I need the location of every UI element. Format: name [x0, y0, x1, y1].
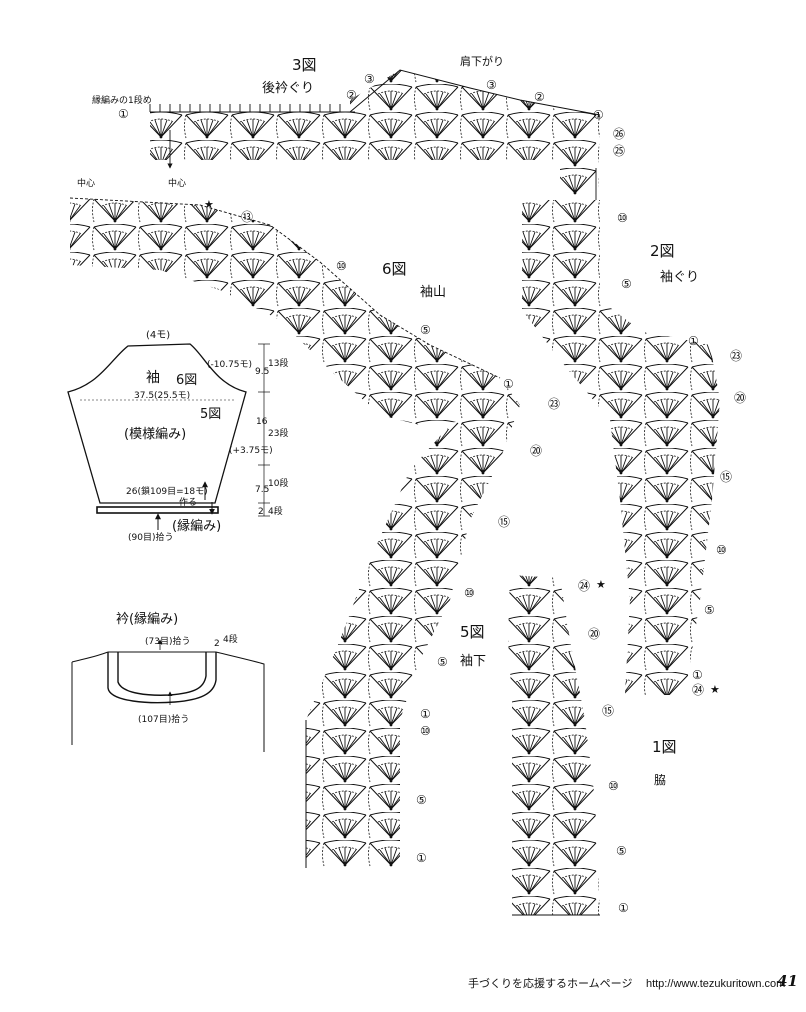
fig2-star: ★ — [710, 683, 720, 696]
fig5-marker-5a: ⑤ — [437, 655, 448, 669]
fig5-marker-1b: ① — [416, 851, 427, 865]
sleeve-fig5-ref: 5図 — [200, 407, 221, 422]
fig6-marker-10: ⑩ — [336, 259, 347, 273]
fig1-star: ★ — [596, 578, 606, 591]
fig5-marker-1a: ① — [420, 707, 431, 721]
sleeve-h1-rows: 13段 — [268, 357, 288, 369]
collar-height: 2 — [214, 639, 220, 649]
sleeve-pattern-label: (模様編み) — [124, 426, 186, 442]
fig5-marker-10a: ⑩ — [464, 586, 475, 600]
fig6-marker-5: ⑤ — [420, 323, 431, 337]
center-label-b: 中心 — [168, 177, 186, 189]
fig6-marker-13: ⑬ — [241, 210, 253, 224]
fig5-marker-5b: ⑤ — [416, 793, 427, 807]
fig2-marker-5b: ⑤ — [704, 603, 715, 617]
fig3-marker-6: ① — [593, 108, 604, 122]
fig3-marker-7: ㉖ — [613, 127, 625, 141]
fig6-star: ★ — [204, 198, 214, 211]
sleeve-edging-label: (縁編み) — [172, 518, 221, 534]
sleeve-h3: 7.5 — [255, 485, 269, 495]
fig5-number: 5図 — [460, 623, 485, 641]
fig1-number: 1図 — [652, 738, 677, 756]
fig6-marker-1: ① — [503, 377, 514, 391]
fig3-number: 3図 — [292, 56, 317, 74]
sleeve-h2: 16 — [256, 417, 268, 427]
fig2-marker-1b: ① — [692, 668, 703, 682]
fig3-marker-4: ③ — [486, 78, 497, 92]
sleeve-h1: 9.5 — [255, 367, 269, 377]
footer-url[interactable]: http://www.tezukuritown.com — [645, 978, 786, 990]
fig5-marker-20: ⑳ — [530, 444, 542, 458]
fig2-marker-1a: ① — [688, 334, 699, 348]
sleeve-title: 袖 — [146, 370, 160, 386]
fig5-stitch-chart — [305, 405, 520, 868]
page-number: 41 — [777, 972, 798, 990]
fig1-marker-15: ⑮ — [602, 704, 614, 718]
fig1-marker-5: ⑤ — [616, 844, 627, 858]
fig1-marker-1: ① — [618, 901, 629, 915]
sleeve-h2-rows: 23段 — [268, 427, 288, 439]
fig2-marker-10a: ⑩ — [617, 211, 628, 225]
fig5-marker-10b: ⑩ — [420, 724, 431, 738]
edge-row1-label: 縁編みの1段め — [92, 94, 152, 106]
collar-front-pickup: (107目)拾う — [138, 713, 189, 725]
fig3-shoulder-label: 肩下がり — [460, 54, 504, 68]
collar-schematic — [71, 639, 265, 752]
page-footer: 手づくりを応援するホームページ http://www.tezukuritown.… — [468, 972, 798, 995]
sleeve-cast-on: 26(鎖109目=18モ) — [126, 485, 208, 497]
fig1-name: 脇 — [654, 773, 666, 787]
fig1-marker-24: ㉔ — [578, 579, 590, 593]
fig3-marker-5: ② — [534, 90, 545, 104]
fig6-number: 6図 — [382, 260, 407, 278]
fig1-marker-10: ⑩ — [608, 779, 619, 793]
fig2-marker-10b: ⑩ — [716, 543, 727, 557]
sleeve-pickup-label: (90目)拾う — [128, 531, 173, 543]
fig3-marker-1: ① — [118, 107, 129, 121]
fig2-stitch-chart — [522, 168, 720, 695]
footer-text: 手づくりを応援するホームページ — [468, 977, 633, 990]
collar-title: 衿(縁編み) — [116, 611, 178, 627]
fig3-stitch-chart — [149, 69, 601, 195]
sleeve-fig6-ref: 6図 — [176, 373, 197, 388]
fig2-marker-23: ㉓ — [730, 349, 742, 363]
fig2-marker-24: ㉔ — [692, 683, 704, 697]
fig3-marker-2: ② — [346, 88, 357, 102]
sleeve-make-label: 作る — [179, 496, 197, 508]
center-label-a: 中心 — [77, 177, 95, 189]
fig6-name: 袖山 — [420, 285, 446, 300]
fig5-name: 袖下 — [460, 654, 486, 669]
fig2-marker-15: ⑮ — [720, 470, 732, 484]
collar-rows: 4段 — [223, 633, 238, 645]
fig5-marker-15: ⑮ — [498, 515, 510, 529]
fig1-stitch-chart — [508, 575, 600, 916]
sleeve-top-width: (4モ) — [146, 330, 170, 341]
fig6-stitch-chart — [69, 197, 520, 425]
fig2-number: 2図 — [650, 242, 675, 260]
sleeve-side-increase: (+3.75モ) — [229, 446, 273, 456]
sleeve-h3-rows: 10段 — [268, 477, 288, 489]
fig3-marker-8: ㉕ — [613, 144, 625, 158]
sleeve-schematic — [67, 343, 270, 530]
sleeve-h4: 2 — [258, 507, 264, 517]
collar-back-pickup: (73目)拾う — [145, 635, 190, 647]
fig1-marker-20: ⑳ — [588, 627, 600, 641]
fig5-marker-23: ㉓ — [548, 397, 560, 411]
sleeve-h4-rows: 4段 — [268, 505, 283, 517]
fig2-marker-5a: ⑤ — [621, 277, 632, 291]
sleeve-width-line: 37.5(25.5モ) — [134, 391, 190, 401]
sleeve-cap-decrease: (-10.75モ) — [207, 360, 252, 370]
fig3-marker-3: ③ — [364, 72, 375, 86]
fig3-name: 後衿ぐり — [262, 81, 314, 96]
fig2-marker-20: ⑳ — [734, 391, 746, 405]
fig2-name: 袖ぐり — [660, 270, 699, 285]
